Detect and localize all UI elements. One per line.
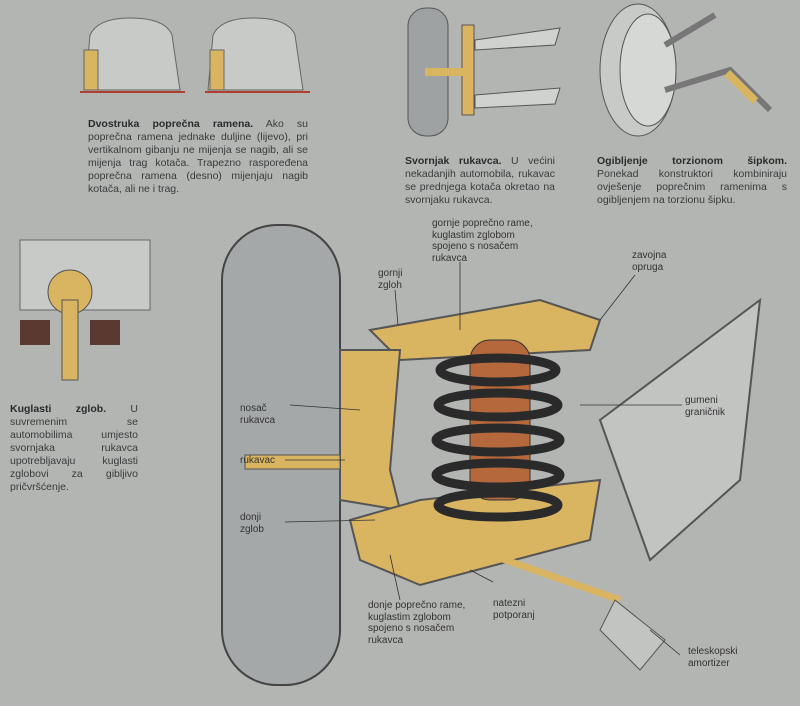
label-rubber-stop: gumeni graničnik bbox=[685, 395, 726, 418]
label-shock-absorber: teleskopski amortizer bbox=[688, 646, 738, 669]
car-trapezoid-arms-illustration bbox=[205, 17, 310, 93]
torsion-caption: Ogibljenje torzionom šipkom. Ponekad kon… bbox=[597, 155, 787, 207]
leader-lines bbox=[284, 262, 682, 656]
kingpin-illustration bbox=[407, 7, 561, 137]
caption-text: U suvremenim se automobilima umjesto svo… bbox=[10, 403, 138, 493]
label-upper-joint: gornji zgloh bbox=[378, 268, 403, 291]
caption-title: Dvostruka poprečna ramena. bbox=[88, 118, 254, 130]
main-suspension-illustration bbox=[221, 224, 762, 686]
ball-joint-illustration bbox=[19, 239, 151, 381]
torsion-bar-illustration bbox=[599, 3, 773, 137]
caption-text: Ako su poprečna ramena jednake duljine (… bbox=[88, 118, 308, 195]
caption-text: Ponekad konstruktori kombiniraju ovješen… bbox=[597, 168, 787, 206]
caption-title: Ogibljenje torzionom šipkom. bbox=[597, 155, 787, 167]
label-stub-axle: rukavac bbox=[240, 455, 276, 466]
kingpin-caption: Svornjak rukavca. U većini nekadanjih au… bbox=[405, 155, 555, 207]
label-upper-arm: gornje poprečno rame, kuglastim zglobom … bbox=[432, 218, 533, 264]
label-knuckle-carrier: nosač rukavca bbox=[240, 403, 276, 426]
car-equal-arms-illustration bbox=[80, 17, 185, 93]
caption-title: Kuglasti zglob. bbox=[10, 403, 107, 415]
double-wishbone-caption: Dvostruka poprečna ramena. Ako su popreč… bbox=[88, 118, 308, 196]
caption-title: Svornjak rukavca. bbox=[405, 155, 502, 167]
caption-text: U većini nekadanjih automobila, rukavac … bbox=[405, 155, 555, 206]
label-lower-arm: donje poprečno rame, kuglastim zglobom s… bbox=[368, 600, 466, 646]
ball-joint-caption: Kuglasti zglob. U suvremenim se automobi… bbox=[10, 403, 138, 494]
label-coil-spring: zavojna opruga bbox=[632, 250, 667, 273]
label-lower-joint: donji zglob bbox=[240, 512, 264, 535]
label-tension-strut: natezni potporanj bbox=[493, 598, 535, 621]
